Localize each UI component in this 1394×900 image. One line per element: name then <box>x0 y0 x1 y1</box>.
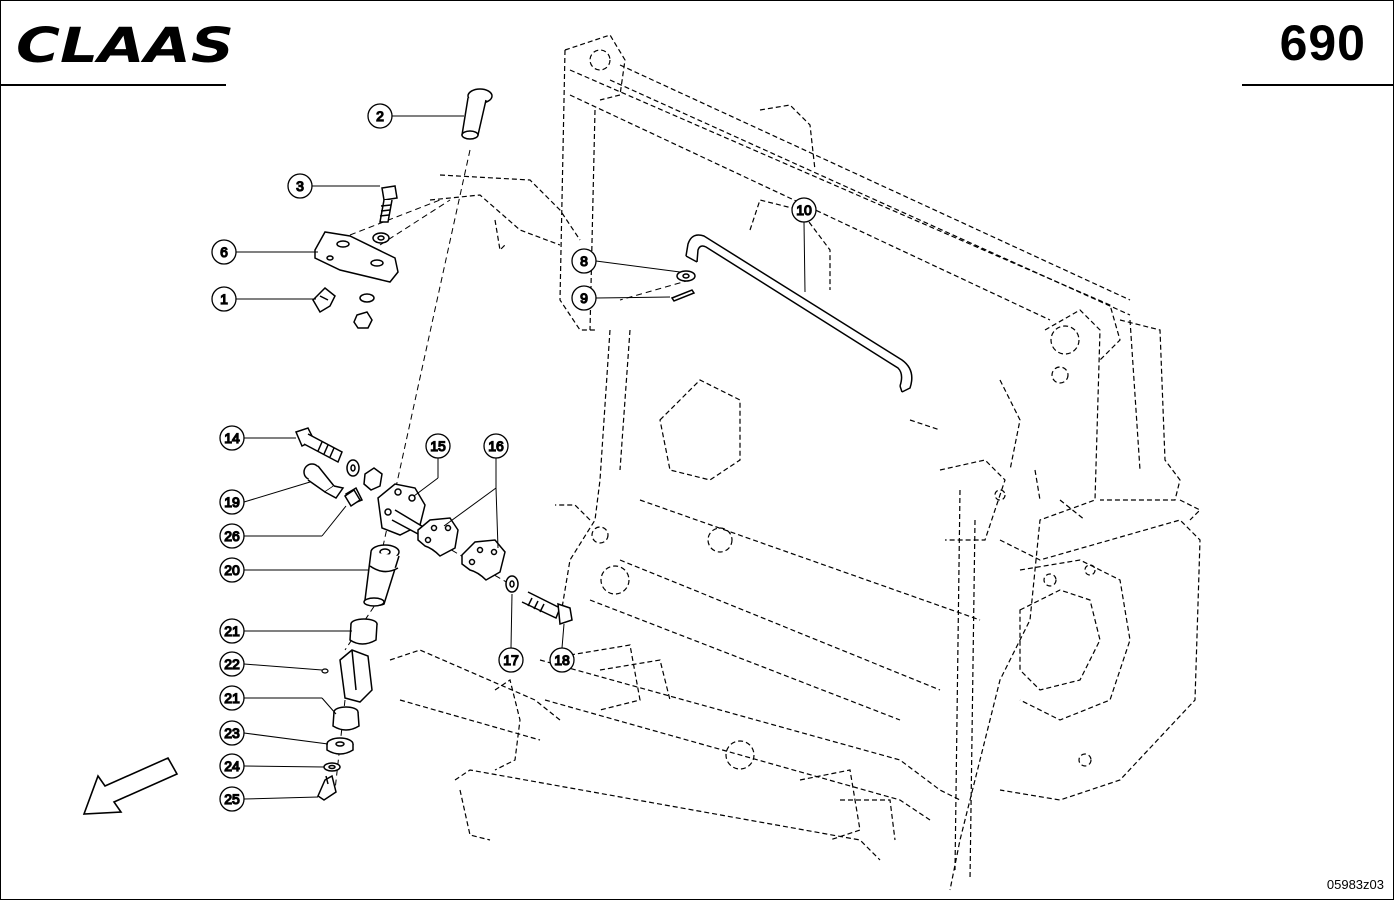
callout-20: 20 <box>219 557 245 583</box>
part-plate-16a <box>417 517 459 557</box>
svg-text:2: 2 <box>376 108 384 124</box>
page-number: 690 <box>1279 15 1366 71</box>
svg-text:22: 22 <box>224 656 240 672</box>
part-rod-10 <box>685 234 913 393</box>
part-washer-24 <box>323 762 341 772</box>
callout-14: 14 <box>219 425 245 451</box>
callout-24: 24 <box>219 753 245 779</box>
svg-text:17: 17 <box>503 652 519 668</box>
part-lever-block <box>339 649 373 703</box>
svg-text:20: 20 <box>224 562 240 578</box>
callout-18: 18 <box>549 647 575 673</box>
header-rule-left <box>0 84 226 86</box>
callout-17: 17 <box>498 647 524 673</box>
callout-2: 2 <box>367 103 393 129</box>
callouts: 2 3 6 1 8 9 10 14 15 16 19 26 20 21 22 2… <box>211 103 817 812</box>
svg-text:15: 15 <box>430 438 446 454</box>
callout-16: 16 <box>483 433 509 459</box>
part-clip-1 <box>312 286 375 329</box>
svg-text:16: 16 <box>488 438 504 454</box>
callout-25: 25 <box>219 786 245 812</box>
svg-text:23: 23 <box>224 725 240 741</box>
brand-logo-text: CLAAS <box>16 22 234 68</box>
callout-19: 19 <box>219 489 245 515</box>
callout-21-upper: 21 <box>219 618 245 644</box>
part-plate-6 <box>314 231 399 283</box>
callout-10: 10 <box>791 197 817 223</box>
callout-26: 26 <box>219 523 245 549</box>
callout-3: 3 <box>287 173 313 199</box>
svg-text:21: 21 <box>224 690 240 706</box>
drawing-code: 05983z03 <box>1326 877 1384 892</box>
callout-21-lower: 21 <box>219 685 245 711</box>
svg-text:14: 14 <box>224 430 240 446</box>
svg-text:6: 6 <box>220 244 228 260</box>
svg-text:8: 8 <box>580 253 588 269</box>
assembly-axis-lines <box>334 149 691 791</box>
callout-15: 15 <box>425 433 451 459</box>
leader-lines <box>236 115 806 800</box>
direction-arrow-icon <box>82 756 179 815</box>
svg-text:24: 24 <box>224 758 240 774</box>
part-bolt-25 <box>317 774 337 801</box>
svg-text:19: 19 <box>224 494 240 510</box>
svg-text:18: 18 <box>554 652 570 668</box>
svg-text:9: 9 <box>580 290 588 306</box>
svg-text:10: 10 <box>796 202 812 218</box>
part-sleeve-21-lower <box>332 706 360 731</box>
part-washer-23 <box>326 737 354 755</box>
part-bolt-18 <box>521 591 573 626</box>
callout-23: 23 <box>219 720 245 746</box>
part-sleeve-21-upper <box>349 618 378 645</box>
part-flange-15 <box>377 483 427 536</box>
part-bushing-20 <box>363 544 400 607</box>
callout-22: 22 <box>219 651 245 677</box>
machine-frame-phantom <box>389 34 1202 891</box>
svg-text:25: 25 <box>224 791 240 807</box>
callout-8: 8 <box>571 248 597 274</box>
svg-text:3: 3 <box>296 178 304 194</box>
header-rule-right <box>1242 84 1394 86</box>
part-plate-16b <box>461 539 519 593</box>
svg-text:1: 1 <box>220 291 228 307</box>
brand-logo: CLAAS <box>16 22 234 68</box>
svg-text:21: 21 <box>224 623 240 639</box>
part-bolt-3 <box>379 185 398 223</box>
part-spacer-26 <box>343 488 362 508</box>
part-grease-nipple-22 <box>321 668 329 674</box>
callout-6: 6 <box>211 239 237 265</box>
callout-1: 1 <box>211 286 237 312</box>
part-washer-8 <box>670 270 696 302</box>
svg-text:26: 26 <box>224 528 240 544</box>
part-bolt-14 <box>294 427 383 491</box>
part-lock-pin <box>461 88 493 140</box>
callout-9: 9 <box>571 285 597 311</box>
